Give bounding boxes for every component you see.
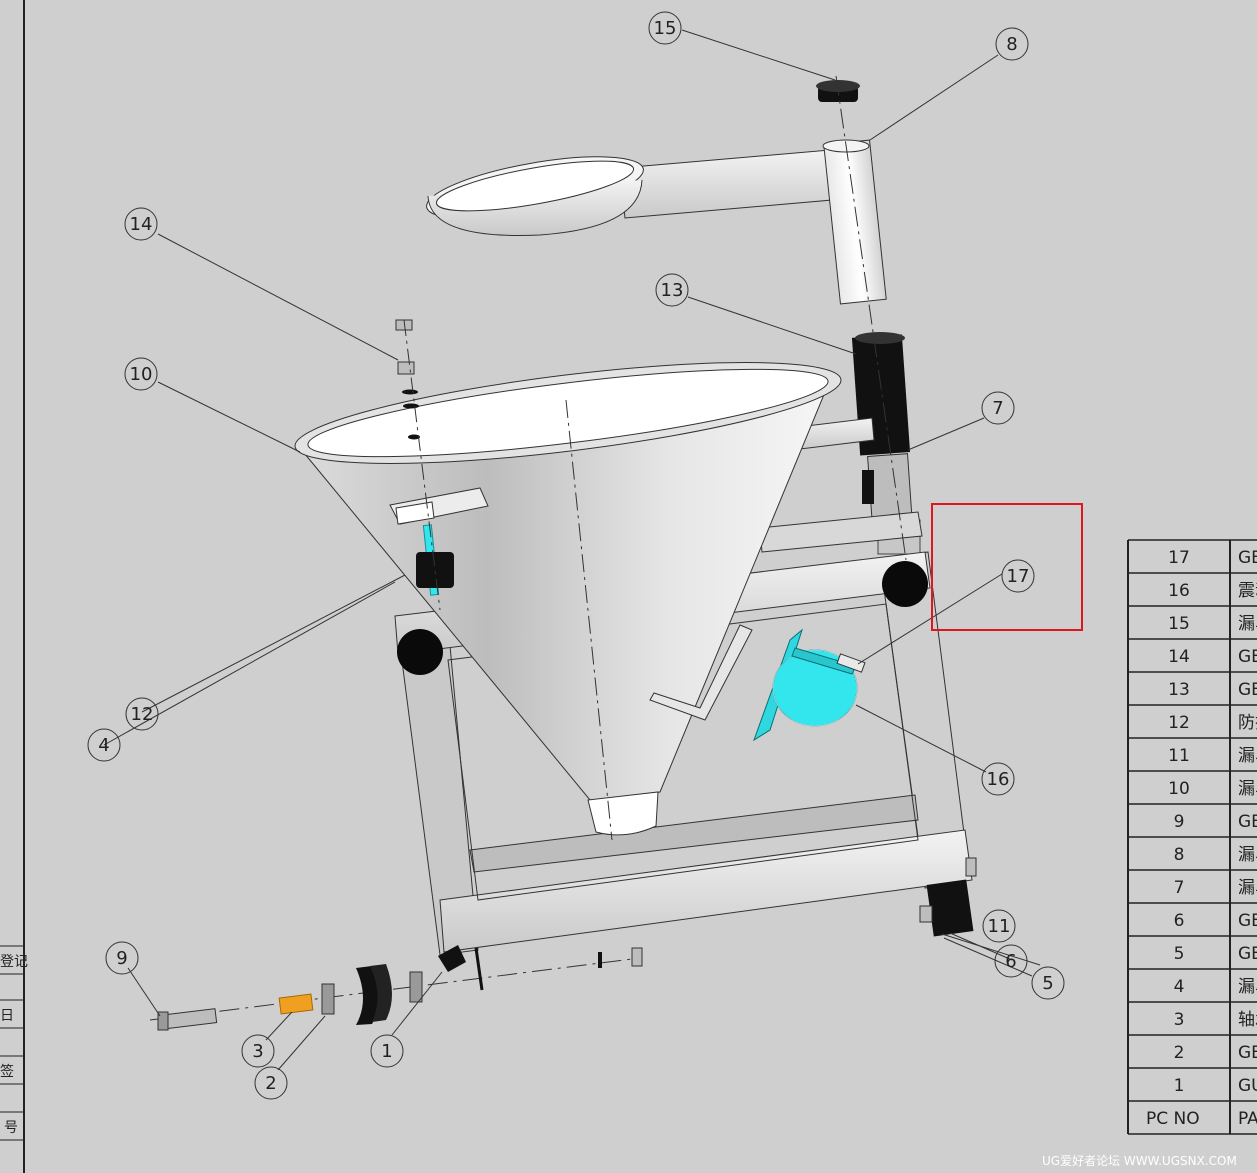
table-cell-pc-no: 12 xyxy=(1168,713,1190,733)
table-cell-part: 漏斗 xyxy=(1238,845,1257,865)
balloon-callouts: 15 8 14 13 10 7 17 12 4 16 11 6 5 9 3 2 … xyxy=(87,11,1065,1100)
table-cell-pc-no: 6 xyxy=(1174,911,1185,931)
table-cell-part: GU xyxy=(1238,1076,1257,1096)
svg-text:3: 3 xyxy=(252,1041,263,1062)
svg-text:6: 6 xyxy=(1005,951,1016,972)
table-cell-part: 漏斗 xyxy=(1238,878,1257,898)
right-caster xyxy=(919,857,1041,966)
balloon-15[interactable]: 15 xyxy=(648,11,682,45)
svg-text:15: 15 xyxy=(654,18,677,39)
cone-clamp xyxy=(389,487,489,596)
side-label-date: 日 xyxy=(0,1008,14,1024)
table-cell-pc-no: 4 xyxy=(1174,977,1185,997)
vibration-motor xyxy=(753,628,866,742)
roller-right xyxy=(882,561,928,607)
balloon-13[interactable]: 13 xyxy=(655,273,689,307)
table-header-part: PA xyxy=(1238,1109,1257,1129)
table-cell-pc-no: 16 xyxy=(1168,581,1190,601)
parts-list-table: 17GE16震动15漏斗14GE13GE12防护11漏斗10漏斗9GE8漏斗7漏… xyxy=(1127,539,1257,1135)
table-cell-pc-no: 9 xyxy=(1174,812,1185,832)
balloon-16[interactable]: 16 xyxy=(981,762,1015,796)
watermark: UG爱好者论坛 WWW.UGSNX.COM xyxy=(1042,1154,1237,1168)
svg-text:11: 11 xyxy=(988,916,1011,937)
table-cell-pc-no: 17 xyxy=(1168,548,1190,568)
table-cell-pc-no: 14 xyxy=(1168,647,1190,667)
table-cell-part: GE xyxy=(1238,812,1257,832)
post-axis xyxy=(835,75,907,561)
svg-text:8: 8 xyxy=(1006,34,1017,55)
table-cell-pc-no: 10 xyxy=(1168,779,1190,799)
svg-text:10: 10 xyxy=(130,364,153,385)
balloon-10[interactable]: 10 xyxy=(124,357,158,391)
balloon-8[interactable]: 8 xyxy=(995,27,1029,61)
table-cell-part: GE xyxy=(1238,1043,1257,1063)
svg-text:16: 16 xyxy=(987,769,1010,790)
hopper-arm xyxy=(426,139,887,305)
table-cell-part: 漏斗 xyxy=(1238,746,1257,766)
balloon-12[interactable]: 12 xyxy=(125,697,159,731)
table-header-pc-no: PC NO xyxy=(1146,1109,1200,1129)
balloon-5[interactable]: 5 xyxy=(1031,966,1065,1000)
balloon-7[interactable]: 7 xyxy=(981,391,1015,425)
bolt-stack xyxy=(395,319,441,611)
balloon-1[interactable]: 1 xyxy=(370,1034,404,1068)
svg-text:2: 2 xyxy=(265,1073,276,1094)
balloon-4[interactable]: 4 xyxy=(87,728,121,762)
leader-lines xyxy=(103,29,1033,1071)
table-cell-pc-no: 11 xyxy=(1168,746,1190,766)
drawing-border: 登记 日 签 号 xyxy=(0,0,28,1173)
highlight-box xyxy=(931,503,1083,631)
balloon-9[interactable]: 9 xyxy=(105,941,139,975)
svg-text:14: 14 xyxy=(130,214,153,235)
table-cell-part: GE xyxy=(1238,911,1257,931)
support-bracket xyxy=(649,624,753,721)
table-cell-pc-no: 3 xyxy=(1174,1010,1185,1030)
roller-left xyxy=(397,629,443,675)
table-cell-pc-no: 2 xyxy=(1174,1043,1185,1063)
balloon-14[interactable]: 14 xyxy=(124,207,158,241)
table-cell-part: 漏斗 xyxy=(1238,779,1257,799)
balloon-6[interactable]: 6 xyxy=(994,944,1028,978)
table-cell-pc-no: 15 xyxy=(1168,614,1190,634)
balloon-3[interactable]: 3 xyxy=(241,1034,275,1068)
side-label-sign: 签 xyxy=(0,1063,14,1080)
table-cell-part: 防护 xyxy=(1238,713,1257,733)
svg-text:1: 1 xyxy=(381,1041,392,1062)
balloon-17[interactable]: 17 xyxy=(1001,559,1035,593)
side-label-register: 登记 xyxy=(0,954,28,970)
table-cell-part: 漏斗 xyxy=(1238,614,1257,634)
table-cell-part: GE xyxy=(1238,944,1257,964)
svg-text:13: 13 xyxy=(661,280,684,301)
balloon-2[interactable]: 2 xyxy=(254,1066,288,1100)
table-cell-pc-no: 8 xyxy=(1174,845,1185,865)
table-cell-part: GE xyxy=(1238,647,1257,667)
funnel-assembly-model xyxy=(149,75,1041,1031)
side-label-number: 号 xyxy=(4,1120,18,1136)
table-cell-pc-no: 5 xyxy=(1174,944,1185,964)
top-cap xyxy=(816,80,860,102)
axle-hardware xyxy=(149,945,643,1031)
table-cell-pc-no: 7 xyxy=(1174,878,1185,898)
svg-text:7: 7 xyxy=(992,398,1003,419)
svg-text:5: 5 xyxy=(1042,973,1053,994)
balloon-11[interactable]: 11 xyxy=(982,909,1016,943)
table-cell-part: GE xyxy=(1238,548,1257,568)
svg-text:12: 12 xyxy=(131,704,154,725)
cone-hopper xyxy=(294,362,842,841)
table-cell-part: 震动 xyxy=(1238,581,1257,601)
table-cell-pc-no: 1 xyxy=(1174,1076,1185,1096)
svg-text:4: 4 xyxy=(98,735,109,756)
svg-text:9: 9 xyxy=(116,948,127,969)
table-cell-pc-no: 13 xyxy=(1168,680,1190,700)
table-cell-part: 轴承 xyxy=(1238,1010,1257,1030)
svg-text:17: 17 xyxy=(1007,566,1030,587)
table-cell-part: 漏斗 xyxy=(1238,977,1257,997)
table-cell-part: GE xyxy=(1238,680,1257,700)
